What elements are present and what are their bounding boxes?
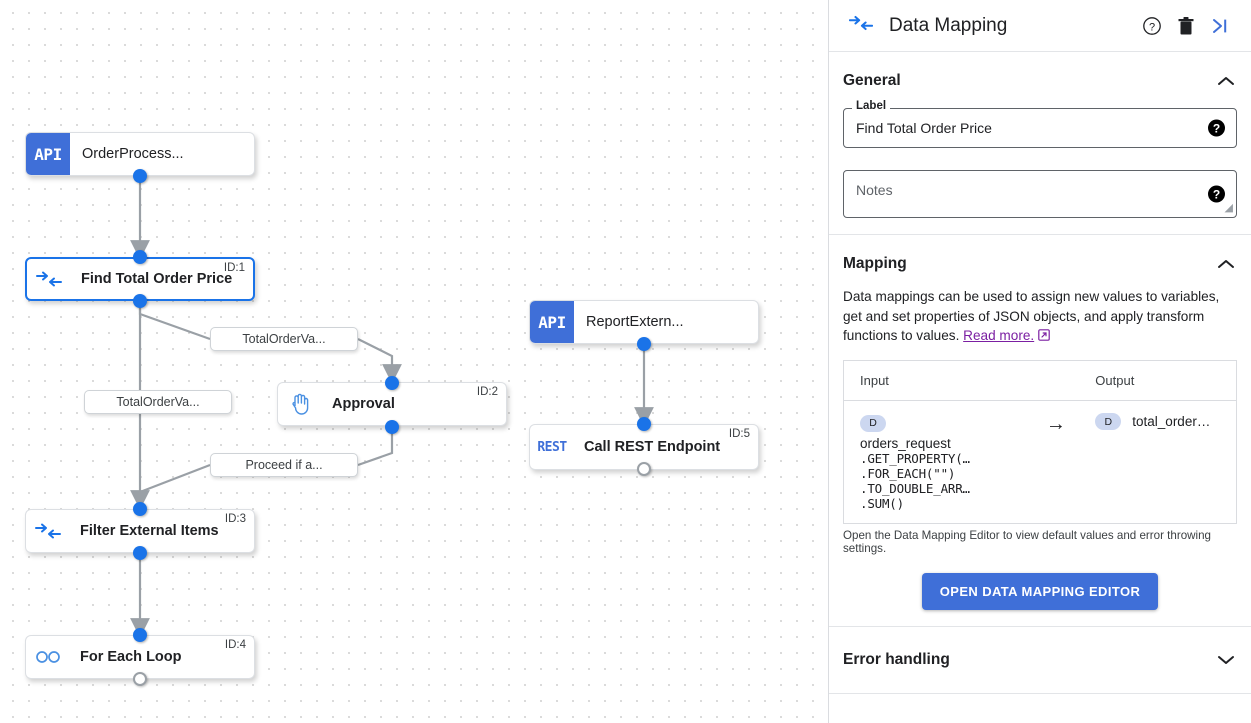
panel-header: Data Mapping ? [829,0,1251,52]
node-label: OrderProcess... [82,146,184,162]
resize-grip-icon[interactable]: ◢ [1224,202,1233,214]
node-order-process[interactable]: API OrderProcess... [25,132,255,176]
table-row[interactable]: D orders_request .GET_PROPERTY(… .FOR_EA… [844,401,1237,524]
section-error-handling: Error handling [829,627,1251,694]
section-general-header[interactable]: General [843,70,1237,92]
section-mapping: Mapping Data mappings can be used to ass… [829,235,1251,627]
data-mapping-icon [26,510,70,552]
panel-title: Data Mapping [889,14,1008,36]
node-label: Filter External Items [80,523,219,539]
node-label: For Each Loop [80,649,182,665]
help-icon[interactable]: ? [1208,185,1225,203]
data-mapping-icon [848,15,874,36]
collapse-panel-icon[interactable] [1203,9,1237,43]
node-output-port-empty[interactable] [637,462,651,476]
trash-icon[interactable] [1169,9,1203,43]
node-input-port[interactable] [133,502,147,516]
notes-field-wrapper: Notes ? ◢ [843,170,1237,218]
notes-placeholder: Notes [856,182,893,198]
chevron-up-icon[interactable] [1215,253,1237,275]
output-variable-name: total_order… [1132,414,1211,430]
input-chain-2: .TO_DOUBLE_ARR… [860,480,970,496]
mapping-input-cell: D orders_request .GET_PROPERTY(… .FOR_EA… [844,401,1017,524]
workflow-canvas[interactable]: API OrderProcess... Find Total Order Pri… [0,0,829,723]
input-type-badge: D [860,414,886,432]
node-output-port[interactable] [133,294,147,308]
node-output-port[interactable] [133,546,147,560]
input-variable-name: orders_request [860,435,951,451]
rest-icon: REST [537,439,567,455]
section-error-handling-header[interactable]: Error handling [843,649,1237,671]
mapping-description: Data mappings can be used to assign new … [843,287,1237,346]
api-icon: API [26,133,70,175]
label-input-value: Find Total Order Price [856,120,992,136]
hand-approval-icon [278,383,322,425]
api-icon: API [530,301,574,343]
open-data-mapping-editor-button[interactable]: OPEN DATA MAPPING EDITOR [921,572,1159,610]
external-link-icon[interactable] [1038,328,1050,343]
label-input[interactable]: Find Total Order Price [843,108,1237,148]
node-output-port[interactable] [133,169,147,183]
node-label: Approval [332,396,395,412]
node-label: Call REST Endpoint [584,439,721,455]
node-input-port[interactable] [385,376,399,390]
node-id-tag: ID:3 [224,513,246,525]
node-output-port[interactable] [637,337,651,351]
column-header-input: Input [843,360,1017,402]
mapping-arrow-icon: → [1045,413,1066,436]
node-filter-external-items[interactable]: Filter External Items ID:3 [25,509,255,553]
input-chain-3: .SUM() [860,495,904,511]
node-input-port[interactable] [637,417,651,431]
section-title: General [843,72,901,89]
input-chain-1: .FOR_EACH("") [860,465,956,481]
label-field-label: Label [852,100,891,112]
edge-connections [130,176,654,638]
node-id-tag: ID:1 [223,262,245,274]
label-field-wrapper: Label Find Total Order Price ? [843,100,1237,148]
notes-input[interactable]: Notes [843,170,1237,218]
mapping-hint: Open the Data Mapping Editor to view def… [843,528,1211,555]
node-id-tag: ID:4 [224,639,246,651]
mapping-output-cell: D total_order… [1079,401,1236,524]
infinity-loop-icon [26,636,70,678]
help-icon[interactable]: ? [1208,119,1225,137]
data-mapping-icon [27,259,71,299]
input-chain-0: .GET_PROPERTY(… [860,450,970,466]
section-general: General Label Find Total Order Price ? N… [829,52,1251,235]
section-mapping-header[interactable]: Mapping [843,253,1237,275]
mapping-description-text: Data mappings can be used to assign new … [843,289,1220,344]
node-input-port[interactable] [133,628,147,642]
edge-label[interactable]: Proceed if a... [210,453,358,477]
node-id-tag: ID:2 [476,386,498,398]
svg-text:?: ? [1149,21,1155,33]
read-more-link[interactable]: Read more. [963,328,1035,344]
chevron-down-icon[interactable] [1215,649,1237,671]
node-output-port[interactable] [385,420,399,434]
table-header-row: Input Output [843,360,1237,402]
edge-label[interactable]: TotalOrderVa... [210,327,358,351]
output-type-badge: D [1095,413,1122,431]
section-title: Mapping [843,255,907,272]
help-circle-icon[interactable]: ? [1135,9,1169,43]
properties-panel: Data Mapping ? [829,0,1251,723]
node-output-port-empty[interactable] [133,672,147,686]
node-label: Find Total Order Price [81,271,233,287]
edge-label[interactable]: TotalOrderVa... [84,390,232,414]
mapping-table: Input Output D orders_request .GET_PROPE… [843,360,1237,524]
node-id-tag: ID:5 [728,428,750,440]
mapping-button-row: OPEN DATA MAPPING EDITOR [843,572,1237,610]
section-title: Error handling [843,650,950,668]
node-label: ReportExtern... [586,314,684,330]
node-input-port[interactable] [133,250,147,264]
column-header-output: Output [1079,360,1237,402]
chevron-up-icon[interactable] [1215,70,1237,92]
